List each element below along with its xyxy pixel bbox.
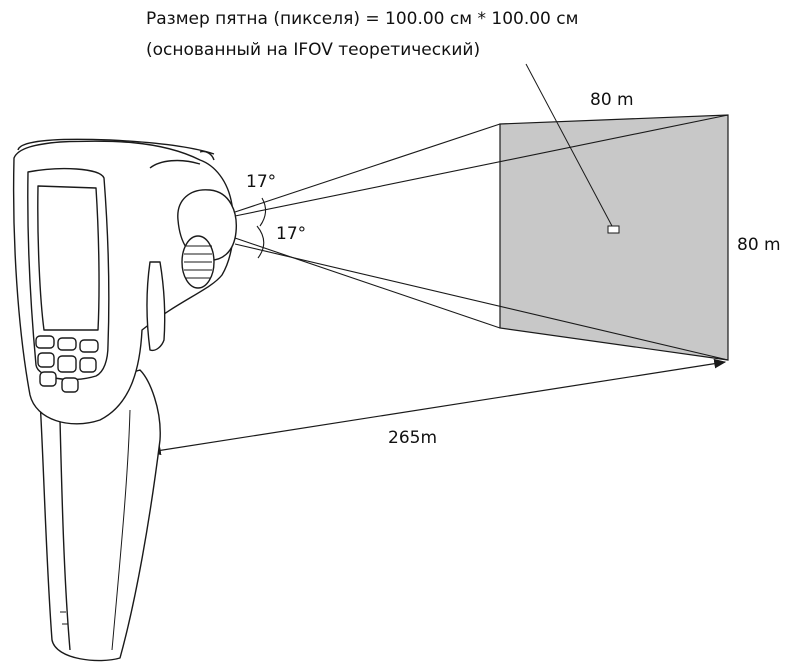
target-height-label: 80 m — [737, 235, 781, 255]
fov-lines — [234, 114, 729, 361]
spot-size-note: (основанный на IFOV теоретический) — [146, 40, 481, 60]
spot-leader-line — [525, 63, 613, 227]
horizontal-fov-label: 17° — [246, 172, 277, 192]
distance-arrow — [148, 358, 727, 456]
distance-label: 265m — [388, 428, 438, 448]
spot-size-caption: Размер пятна (пикселя) = 100.00 см * 100… — [146, 9, 579, 29]
spot-pixel-marker — [607, 225, 620, 234]
target-area — [499, 114, 729, 361]
vertical-fov-label: 17° — [276, 224, 307, 244]
target-width-label: 80 m — [590, 90, 634, 110]
thermal-camera-illustration — [12, 138, 237, 662]
